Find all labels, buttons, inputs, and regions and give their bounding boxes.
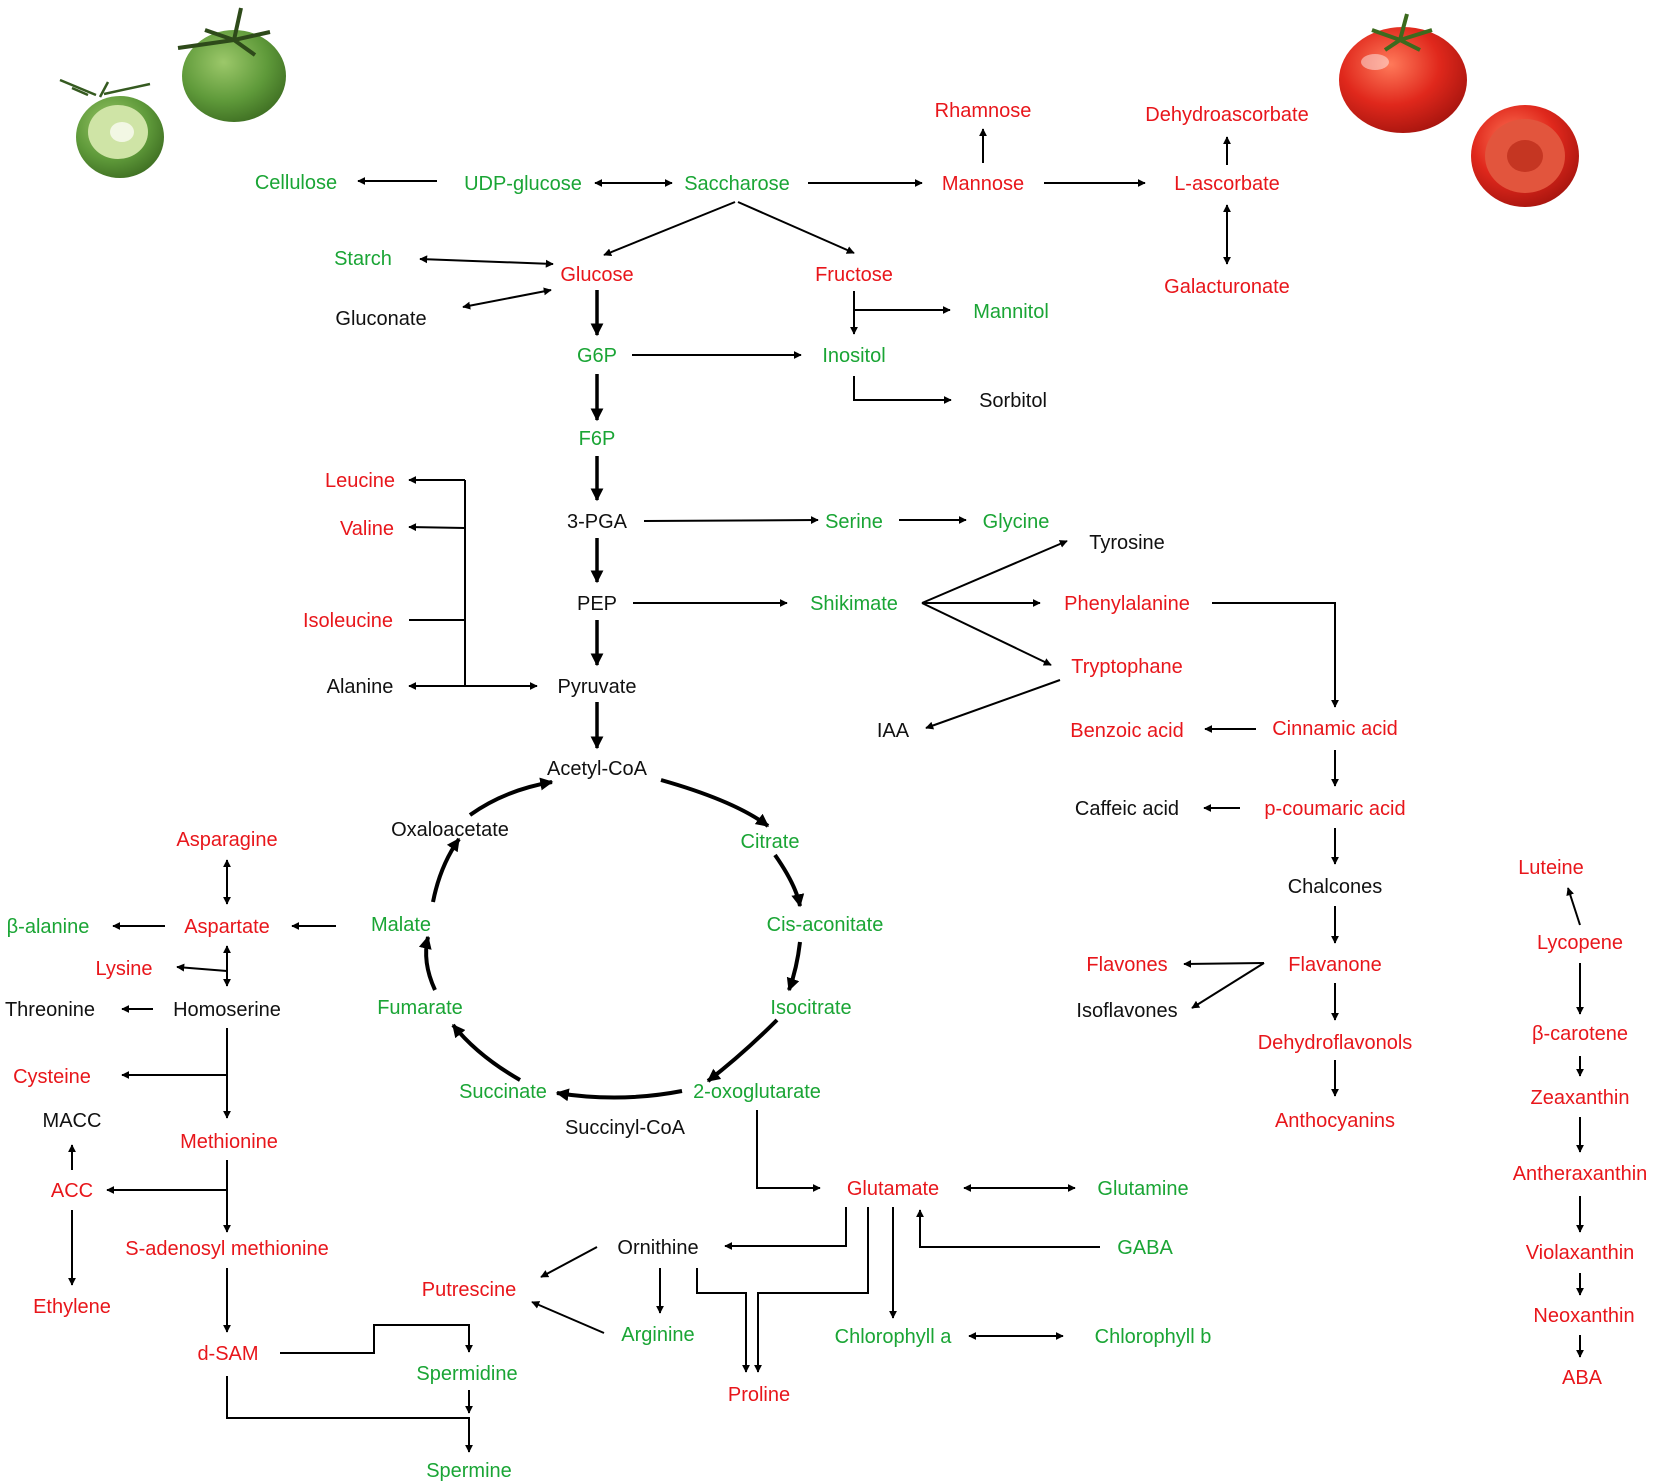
node-rhamnose: Rhamnose [935, 100, 1032, 122]
tca-cycle-arrows [418, 777, 805, 1102]
node-d-sam: d-SAM [197, 1343, 258, 1365]
node-gaba: GABA [1117, 1237, 1173, 1259]
node-gluconate: Gluconate [335, 308, 426, 330]
pathway-arrows [68, 128, 1584, 1453]
node-udp-glucose: UDP-glucose [464, 173, 582, 195]
node-beta-carotene: β-carotene [1532, 1023, 1628, 1045]
node-mannitol: Mannitol [973, 301, 1049, 323]
node-inositol: Inositol [822, 345, 885, 367]
node-sorbitol: Sorbitol [979, 390, 1047, 412]
node-asparagine: Asparagine [176, 829, 277, 851]
node-citrate: Citrate [741, 831, 800, 853]
node-fumarate: Fumarate [377, 997, 463, 1019]
node-neoxanthin: Neoxanthin [1533, 1305, 1634, 1327]
node-chlorophyll-a: Chlorophyll a [835, 1326, 953, 1348]
node-homoserine: Homoserine [173, 999, 281, 1021]
node-malate: Malate [371, 914, 431, 936]
node-aba: ABA [1562, 1367, 1603, 1389]
node-l-ascorbate: L-ascorbate [1174, 173, 1280, 195]
node-benzoic-acid: Benzoic acid [1070, 720, 1183, 742]
node-cinnamic-acid: Cinnamic acid [1272, 718, 1398, 740]
node-iaa: IAA [877, 720, 910, 742]
node-tryptophane: Tryptophane [1071, 656, 1183, 678]
node-succinate: Succinate [459, 1081, 547, 1103]
node-2-oxoglutarate: 2-oxoglutarate [693, 1081, 821, 1103]
node-arginine: Arginine [621, 1324, 694, 1346]
node-acc: ACC [51, 1180, 93, 1202]
node-isoleucine: Isoleucine [303, 610, 393, 632]
ripe-tomato-half-icon [1471, 105, 1579, 207]
node-ethylene: Ethylene [33, 1296, 111, 1318]
node-dehydroascorbate: Dehydroascorbate [1145, 104, 1308, 126]
ripe-tomato-images [1339, 13, 1579, 207]
node-macc: MACC [43, 1110, 102, 1132]
node-3-pga: 3-PGA [567, 511, 628, 533]
node-dehydroflavonols: Dehydroflavonols [1258, 1032, 1413, 1054]
node-succinyl-coa: Succinyl-CoA [565, 1117, 686, 1139]
node-mannose: Mannose [942, 173, 1024, 195]
node-pep: PEP [577, 593, 617, 615]
node-glycine: Glycine [983, 511, 1050, 533]
node-zeaxanthin: Zeaxanthin [1531, 1087, 1630, 1109]
node-anthocyanins: Anthocyanins [1275, 1110, 1395, 1132]
node-galacturonate: Galacturonate [1164, 276, 1290, 298]
node-leucine: Leucine [325, 470, 395, 492]
unripe-tomato-half-icon [59, 78, 164, 178]
node-phenylalanine: Phenylalanine [1064, 593, 1190, 615]
node-antheraxanthin: Antheraxanthin [1513, 1163, 1648, 1185]
node-putrescine: Putrescine [422, 1279, 517, 1301]
node-g6p: G6P [577, 345, 617, 367]
metabolite-labels: Cellulose UDP-glucose Saccharose Mannose… [5, 100, 1647, 1482]
node-spermine: Spermine [426, 1460, 512, 1482]
node-beta-alanine: β-alanine [7, 916, 90, 938]
unripe-tomato-whole-icon [177, 7, 286, 122]
node-glutamine: Glutamine [1097, 1178, 1188, 1200]
node-serine: Serine [825, 511, 883, 533]
node-starch: Starch [334, 248, 392, 270]
node-f6p: F6P [579, 428, 616, 450]
node-cysteine: Cysteine [13, 1066, 91, 1088]
node-threonine: Threonine [5, 999, 95, 1021]
node-lycopene: Lycopene [1537, 932, 1623, 954]
node-flavanone: Flavanone [1288, 954, 1381, 976]
node-isocitrate: Isocitrate [770, 997, 851, 1019]
node-tyrosine: Tyrosine [1089, 532, 1165, 554]
node-shikimate: Shikimate [810, 593, 898, 615]
ripe-tomato-whole-icon [1339, 13, 1467, 133]
node-glucose: Glucose [560, 264, 633, 286]
node-alanine: Alanine [327, 676, 394, 698]
node-cellulose: Cellulose [255, 172, 337, 194]
node-aspartate: Aspartate [184, 916, 270, 938]
node-luteine: Luteine [1518, 857, 1584, 879]
unripe-tomato-images [59, 7, 286, 178]
node-s-adenosyl-methionine: S-adenosyl methionine [125, 1238, 328, 1260]
node-glutamate: Glutamate [847, 1178, 939, 1200]
node-violaxanthin: Violaxanthin [1526, 1242, 1635, 1264]
node-fructose: Fructose [815, 264, 893, 286]
node-proline: Proline [728, 1384, 790, 1406]
node-spermidine: Spermidine [416, 1363, 517, 1385]
node-acetyl-coa: Acetyl-CoA [547, 758, 648, 780]
node-pyruvate: Pyruvate [558, 676, 637, 698]
node-ornithine: Ornithine [617, 1237, 698, 1259]
node-isoflavones: Isoflavones [1076, 1000, 1177, 1022]
node-p-coumaric-acid: p-coumaric acid [1264, 798, 1405, 820]
node-lysine: Lysine [95, 958, 152, 980]
node-methionine: Methionine [180, 1131, 278, 1153]
node-caffeic-acid: Caffeic acid [1075, 798, 1179, 820]
node-cis-aconitate: Cis-aconitate [767, 914, 884, 936]
node-valine: Valine [340, 518, 394, 540]
node-flavones: Flavones [1086, 954, 1167, 976]
node-chlorophyll-b: Chlorophyll b [1095, 1326, 1212, 1348]
node-saccharose: Saccharose [684, 173, 790, 195]
node-chalcones: Chalcones [1288, 876, 1383, 898]
node-oxaloacetate: Oxaloacetate [391, 819, 509, 841]
